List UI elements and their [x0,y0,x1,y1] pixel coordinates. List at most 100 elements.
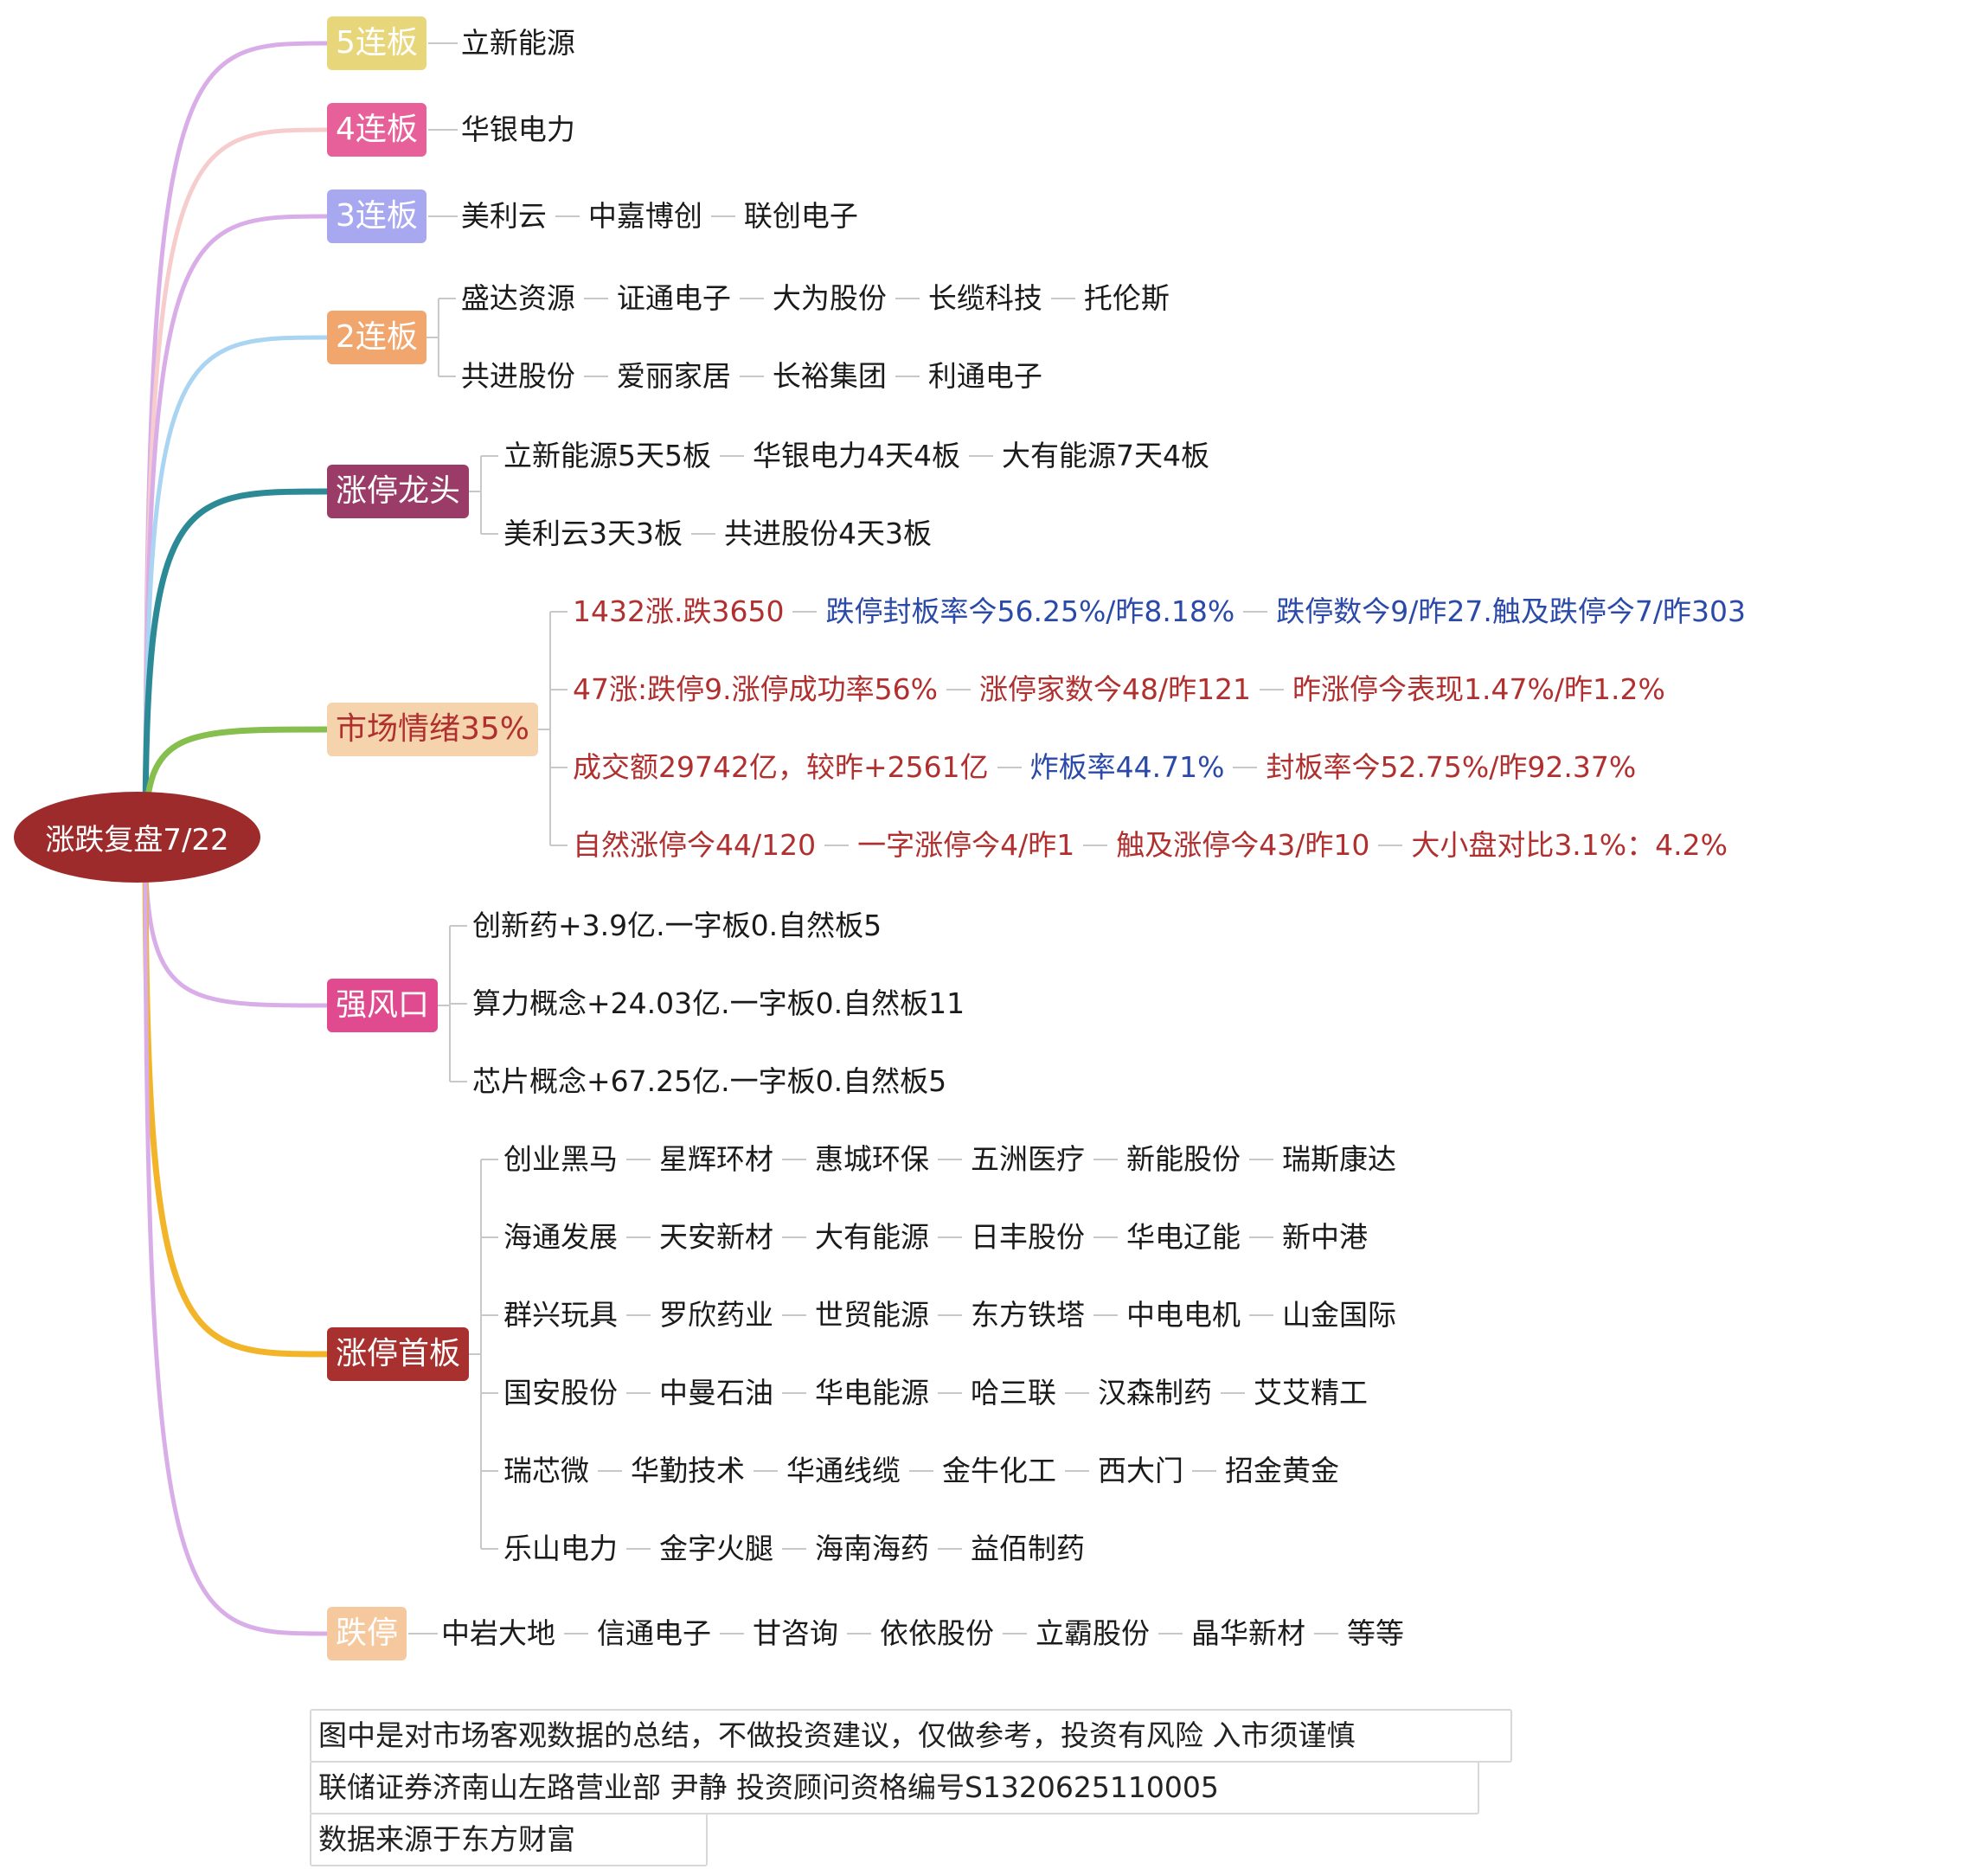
topic-item[interactable]: 汉森制药 [1098,1376,1212,1410]
topic-item[interactable]: 华银电力4天4板 [752,439,960,472]
topic-item[interactable]: 芯片概念+67.25亿.一字板0.自然板5 [472,1064,947,1098]
topic-item[interactable]: 创业黑马 [503,1142,618,1176]
topic-item[interactable]: 联创电子 [743,199,858,233]
topic-item[interactable]: 艾艾精工 [1254,1376,1368,1410]
topic-item[interactable]: 涨停家数今48/昨121 [978,672,1252,706]
connector [782,1159,806,1160]
topic-item[interactable]: 封板率今52.75%/昨92.37% [1266,750,1637,784]
topic-item[interactable]: 东方铁塔 [971,1298,1085,1332]
category-label[interactable]: 涨停龙头 [327,465,470,518]
connector [1093,1159,1118,1160]
topic-item[interactable]: 长缆科技 [927,281,1042,315]
topic-item[interactable]: 依依股份 [880,1616,994,1650]
topic-item[interactable]: 群兴玩具 [503,1298,618,1332]
topic-item[interactable]: 星辉环材 [659,1142,773,1176]
topic-item[interactable]: 新中港 [1282,1220,1368,1254]
topic-item[interactable]: 托伦斯 [1083,281,1170,315]
topic-item[interactable]: 世贸能源 [815,1298,929,1332]
topic-item[interactable]: 触及涨停今43/昨10 [1116,828,1370,862]
category-label[interactable]: 2连板 [327,311,426,364]
connector [1003,1633,1027,1635]
topic-item[interactable]: 中电电机 [1126,1298,1241,1332]
topic-item[interactable]: 西大门 [1098,1454,1183,1487]
topic-item[interactable]: 海南海药 [815,1532,929,1565]
topic-item[interactable]: 炸板率44.71% [1029,750,1225,784]
topic-item[interactable]: 国安股份 [503,1376,618,1410]
topic-item[interactable]: 大有能源7天4板 [1001,439,1209,472]
topic-item[interactable]: 立新能源5天5板 [503,439,711,472]
connector [782,1314,806,1316]
topic-item[interactable]: 自然涨停今44/120 [573,828,817,862]
topic-item[interactable]: 益佰制药 [971,1532,1085,1565]
topic-item[interactable]: 成交额29742亿，较昨+2561亿 [573,750,989,784]
topic-item[interactable]: 证通电子 [616,281,731,315]
topic-item[interactable]: 罗欣药业 [659,1298,773,1332]
topic-item[interactable]: 中嘉博创 [587,199,702,233]
topic-item[interactable]: 华电能源 [815,1376,929,1410]
row-bracket [469,1159,498,1550]
topic-item[interactable]: 山金国际 [1282,1298,1396,1332]
topic-item[interactable]: 海通发展 [503,1220,618,1254]
topic-item[interactable]: 跌停数今9/昨27.触及跌停今7/昨303 [1276,594,1746,628]
topic-item[interactable]: 信通电子 [597,1616,711,1650]
connector [938,1314,962,1316]
category-label[interactable]: 强风口 [327,979,439,1032]
topic-item[interactable]: 天安新材 [659,1220,773,1254]
category-label[interactable]: 跌停 [327,1607,407,1660]
topic-item[interactable]: 共进股份4天3板 [723,517,932,550]
topic-item[interactable]: 昨涨停今表现1.47%/昨1.2% [1292,672,1665,706]
topic-item[interactable]: 大有能源 [815,1220,929,1254]
topic-item[interactable]: 瑞斯康达 [1282,1142,1396,1176]
topic-item[interactable]: 美利云 [460,199,547,233]
topic-item[interactable]: 算力概念+24.03亿.一字板0.自然板11 [472,986,965,1020]
topic-item[interactable]: 华银电力 [460,112,575,146]
connector [997,767,1022,768]
topic-item[interactable]: 立霸股份 [1036,1616,1150,1650]
topic-item[interactable]: 惠城环保 [815,1142,929,1176]
category-label[interactable]: 3连板 [327,189,426,243]
topic-item[interactable]: 盛达资源 [460,281,575,315]
topic-item[interactable]: 大小盘对比3.1%：4.2% [1411,828,1728,862]
root-node[interactable]: 涨跌复盘7/22 [14,792,260,883]
topic-item[interactable]: 中岩大地 [441,1616,555,1650]
topic-item[interactable]: 利通电子 [927,359,1042,393]
topic-item[interactable]: 招金黄金 [1225,1454,1339,1487]
connector [1221,1392,1245,1394]
topic-item[interactable]: 新能股份 [1126,1142,1241,1176]
category-label[interactable]: 4连板 [327,103,426,157]
category-label[interactable]: 5连板 [327,16,426,70]
topic-item[interactable]: 中曼石油 [659,1376,773,1410]
topic-item[interactable]: 长裕集团 [772,359,887,393]
topic-item[interactable]: 金字火腿 [659,1532,773,1565]
topic-item[interactable]: 华勤技术 [631,1454,745,1487]
topic-item[interactable]: 创新药+3.9亿.一字板0.自然板5 [472,909,882,942]
topic-item[interactable]: 乐山电力 [503,1532,618,1565]
topic-item[interactable]: 大为股份 [772,281,887,315]
topic-item[interactable]: 华电辽能 [1126,1220,1241,1254]
category-label[interactable]: 涨停首板 [327,1327,470,1381]
topic-item[interactable]: 哈三联 [971,1376,1056,1410]
connector [1093,1236,1118,1238]
topic-item[interactable]: 爱丽家居 [616,359,731,393]
topic-item[interactable]: 日丰股份 [971,1220,1085,1254]
topic-item[interactable]: 等等 [1347,1616,1404,1650]
topic-item[interactable]: 五洲医疗 [971,1142,1085,1176]
topic-item[interactable]: 跌停封板率今56.25%/昨8.18% [825,594,1235,628]
topic-item[interactable]: 美利云3天3板 [503,517,683,550]
connector [626,1392,651,1394]
branch-line [143,41,328,838]
topic-item[interactable]: 瑞芯微 [503,1454,589,1487]
topic-item[interactable]: 甘咨询 [753,1616,838,1650]
topic-item[interactable]: 华通线缆 [786,1454,901,1487]
category-label[interactable]: 市场情绪35% [327,703,539,756]
topic-item[interactable]: 47涨:跌停9.涨停成功率56% [573,672,938,706]
footnote: 联储证券济南山左路营业部 尹静 投资顾问资格编号S1320625110005 [310,1761,1479,1814]
topic-item[interactable]: 晶华新材 [1191,1616,1305,1650]
topic-item[interactable]: 立新能源 [460,26,575,60]
connector [555,215,580,217]
topic-item[interactable]: 1432涨.跌3650 [573,594,785,628]
topic-item[interactable]: 金牛化工 [942,1454,1056,1487]
connector [1083,845,1108,846]
topic-item[interactable]: 共进股份 [460,359,575,393]
topic-item[interactable]: 一字涨停今4/昨1 [857,828,1075,862]
